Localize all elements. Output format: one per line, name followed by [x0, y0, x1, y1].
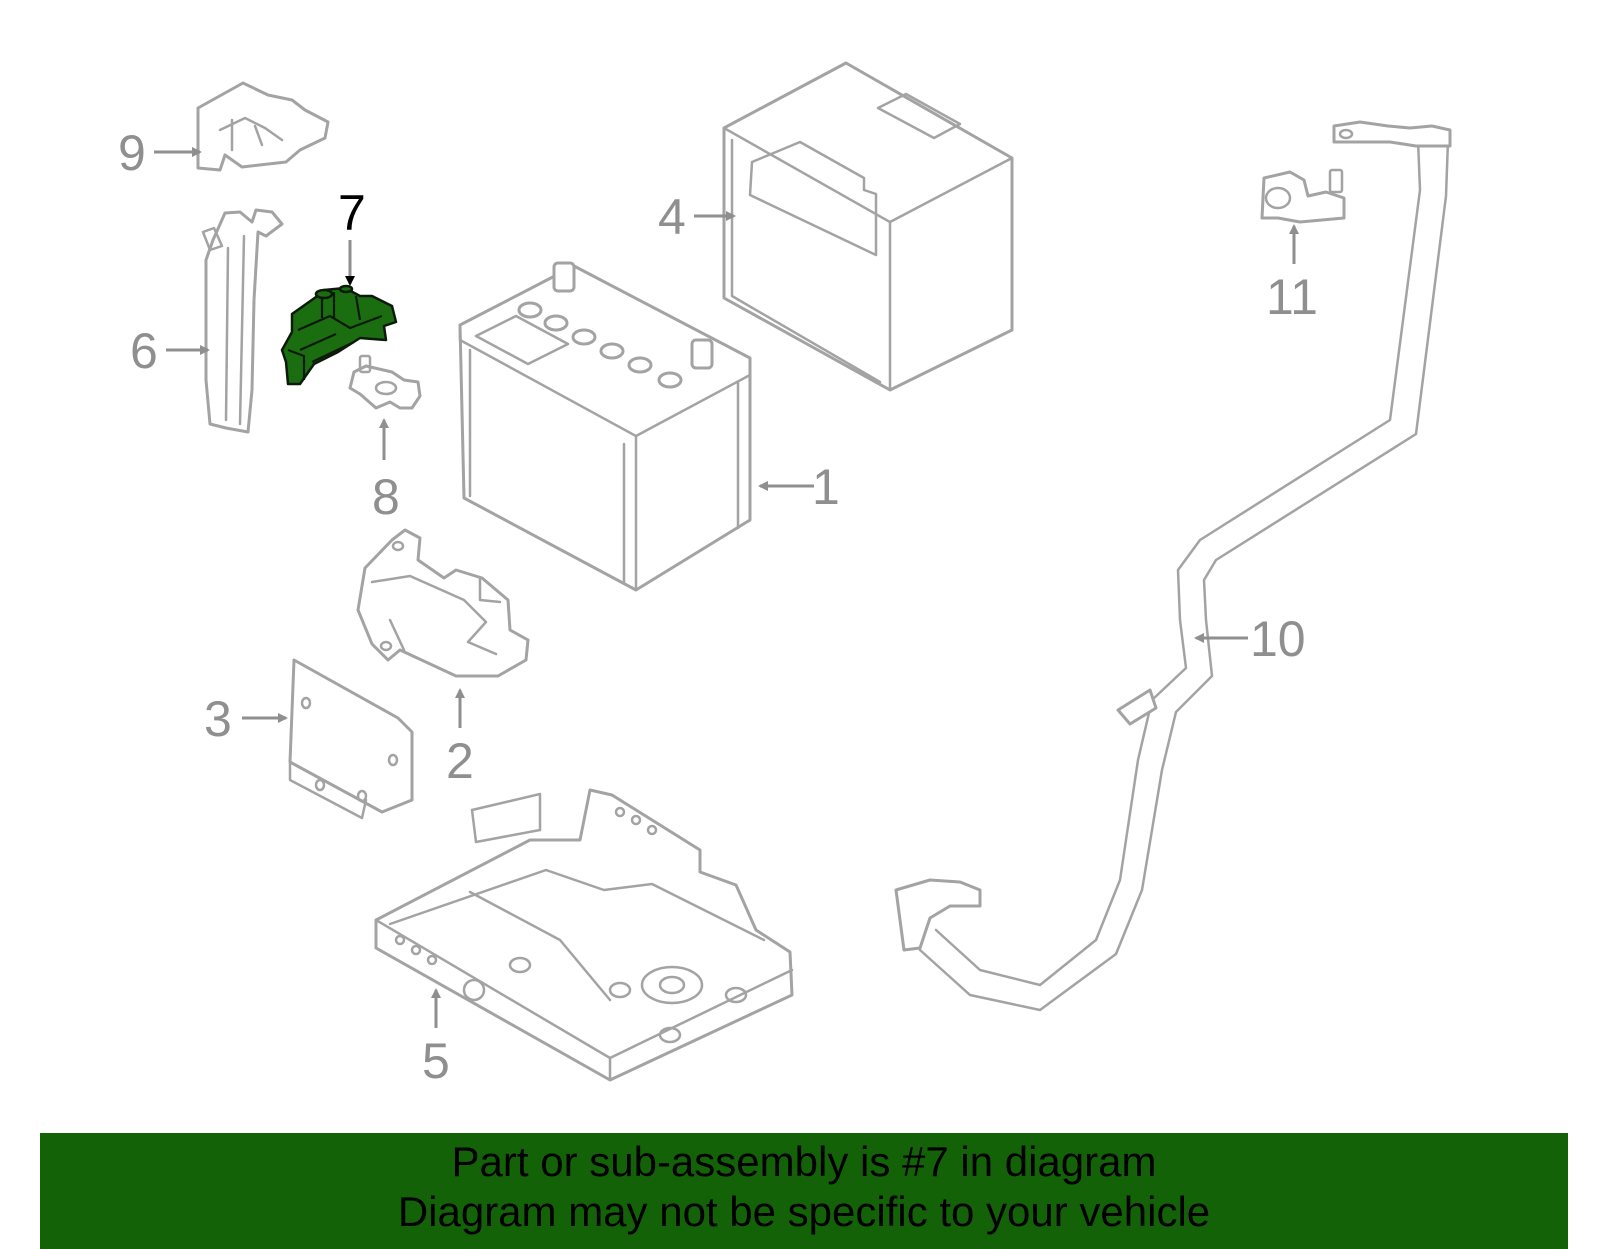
part-7-highlighted[interactable]	[280, 284, 398, 386]
callout-7: 7	[338, 185, 366, 286]
banner-line-1: Part or sub-assembly is #7 in diagram	[451, 1138, 1157, 1185]
info-banner: Part or sub-assembly is #7 in diagram Di…	[40, 1133, 1568, 1249]
callout-5: 5	[422, 988, 450, 1089]
part-3-insulator-plate[interactable]	[288, 658, 414, 820]
callout-2: 2	[446, 688, 474, 789]
part-1-battery[interactable]	[458, 261, 752, 592]
part-11-terminal-clamp[interactable]	[1260, 168, 1346, 224]
callout-11: 11	[1266, 224, 1318, 325]
svg-text:10: 10	[1250, 611, 1306, 667]
svg-text:1: 1	[812, 459, 840, 515]
banner-line-2: Diagram may not be specific to your vehi…	[397, 1188, 1211, 1235]
callout-4: 4	[658, 189, 736, 245]
part-8-battery-terminal[interactable]	[348, 354, 422, 410]
part-6-cable-harness[interactable]	[201, 208, 284, 434]
part-5-battery-tray[interactable]	[374, 788, 794, 1082]
svg-text:6: 6	[130, 323, 158, 379]
svg-text:7: 7	[338, 185, 366, 241]
callout-3: 3	[204, 691, 288, 747]
part-2-hold-down-bracket[interactable]	[356, 528, 530, 678]
svg-text:9: 9	[118, 125, 146, 181]
callout-10: 10	[1194, 611, 1306, 667]
part-4-battery-cover[interactable]	[722, 61, 1014, 392]
callout-1: 1	[758, 459, 840, 515]
part-9-terminal-cover[interactable]	[196, 81, 330, 172]
svg-text:4: 4	[658, 189, 686, 245]
svg-text:11: 11	[1266, 269, 1318, 325]
callout-9: 9	[118, 125, 202, 181]
svg-text:2: 2	[446, 733, 474, 789]
callout-6: 6	[130, 323, 210, 379]
part-10-battery-cable[interactable]	[894, 120, 1452, 1012]
callout-8: 8	[372, 418, 400, 525]
svg-text:8: 8	[372, 469, 400, 525]
svg-text:5: 5	[422, 1033, 450, 1089]
svg-text:3: 3	[204, 691, 232, 747]
